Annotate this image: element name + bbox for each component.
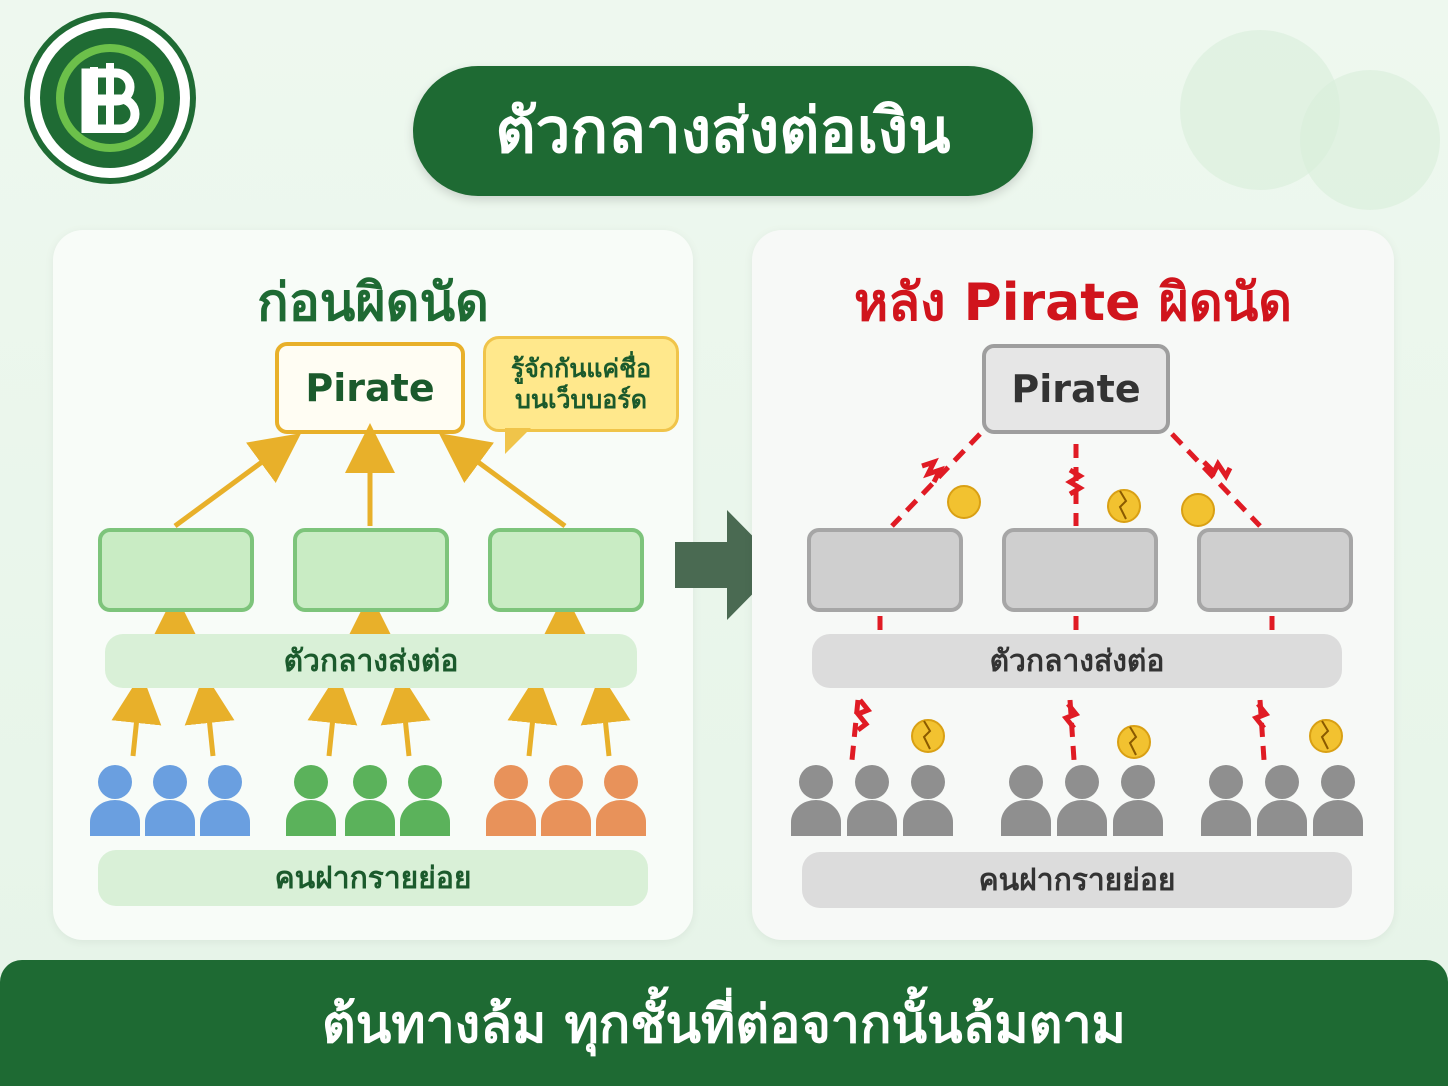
arrow-up <box>184 673 235 757</box>
broken-coin-icon <box>1117 725 1151 759</box>
after-heading: หลัง Pirate ผิดนัด <box>853 273 1293 333</box>
after-default-panel: หลัง Pirate ผิดนัด Pirate ตัวกลางส่งต่อ <box>752 230 1394 940</box>
arrow-up <box>111 673 162 757</box>
person-icon <box>1057 765 1107 836</box>
person-icon <box>1113 765 1163 836</box>
broken-coin-icon <box>911 719 945 753</box>
note-bubble-tail <box>505 428 531 454</box>
note-bubble-text: รู้จักกันแค่ชื่อ บนเว็บบอร์ด <box>510 353 652 414</box>
arrow-up <box>438 433 567 529</box>
intermediary-box <box>807 528 963 612</box>
intermediary-box <box>293 528 449 612</box>
intermediary-box <box>1002 528 1158 612</box>
intermediaries-label: ตัวกลางส่งต่อ <box>105 634 637 688</box>
baht-icon <box>56 44 164 152</box>
person-icon <box>345 765 395 836</box>
break-zigzag-icon <box>1202 459 1233 481</box>
before-default-panel: ก่อนผิดนัด Pirate รู้จักกันแค่ชื่อ บนเว็… <box>53 230 693 940</box>
coin-crack-icon <box>922 720 932 750</box>
person-icon <box>1313 765 1363 836</box>
broken-coin-icon <box>1309 719 1343 753</box>
break-zigzag-icon <box>921 457 945 484</box>
person-icon <box>791 765 841 836</box>
coin-crack-icon <box>1118 490 1128 520</box>
coin-crack-icon <box>1320 720 1330 750</box>
note-bubble: รู้จักกันแค่ชื่อ บนเว็บบอร์ด <box>483 336 679 432</box>
depositor-people <box>791 765 1363 836</box>
pirate-node: Pirate <box>982 344 1170 434</box>
break-zigzag-icon <box>1251 702 1271 730</box>
person-icon <box>90 765 140 836</box>
person-icon <box>596 765 646 836</box>
background-blob <box>1300 70 1440 210</box>
depositor-people <box>90 765 646 836</box>
after-broken-links <box>791 432 1363 836</box>
person-icon <box>145 765 195 836</box>
coin-icon <box>947 485 981 519</box>
break-zigzag-icon <box>853 698 873 732</box>
footer-caption: ต้นทางล้ม ทุกชั้นที่ต่อจากนั้นล้มตาม <box>0 960 1448 1086</box>
arrow-up <box>307 673 358 757</box>
coin-icon <box>1181 493 1215 527</box>
person-icon <box>1201 765 1251 836</box>
person-icon <box>200 765 250 836</box>
logo <box>30 18 190 178</box>
person-icon <box>486 765 536 836</box>
before-heading: ก่อนผิดนัด <box>257 273 489 333</box>
intermediary-box <box>488 528 644 612</box>
person-icon <box>286 765 336 836</box>
pirate-node: Pirate <box>275 342 465 434</box>
break-zigzag-icon <box>1065 467 1085 497</box>
coin-crack-icon <box>1128 726 1138 756</box>
person-icon <box>1001 765 1051 836</box>
transition-arrow-icon <box>675 510 781 620</box>
arrow-up <box>507 673 558 757</box>
intermediaries-label: ตัวกลางส่งต่อ <box>812 634 1342 688</box>
page-title: ตัวกลางส่งต่อเงิน <box>413 66 1033 196</box>
broken-coin-icon <box>1107 489 1141 523</box>
person-icon <box>847 765 897 836</box>
broken-link <box>849 699 861 761</box>
depositors-label: คนฝากรายย่อย <box>98 850 648 906</box>
person-icon <box>903 765 953 836</box>
before-arrows <box>90 423 646 836</box>
baht-symbol-icon <box>81 63 140 133</box>
person-icon <box>541 765 591 836</box>
intermediary-box <box>1197 528 1353 612</box>
intermediary-box <box>98 528 254 612</box>
arrow-up <box>173 433 302 529</box>
break-zigzag-icon <box>1061 702 1081 730</box>
person-icon <box>1257 765 1307 836</box>
person-icon <box>400 765 450 836</box>
coins <box>911 485 1343 759</box>
depositors-label: คนฝากรายย่อย <box>802 852 1352 908</box>
arrow-up <box>380 673 431 757</box>
arrow-up <box>580 673 631 757</box>
